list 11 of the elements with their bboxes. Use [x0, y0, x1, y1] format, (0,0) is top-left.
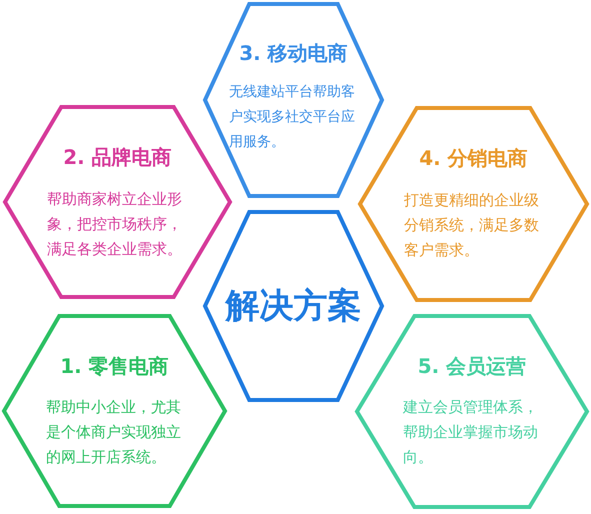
- hexagon-text: 打造更精细的企业级分销系统，满足多数客户需求。: [404, 190, 540, 261]
- hexagon-text: 帮助中小企业，尤其是个体商户实现独立的网上开店系统。: [46, 397, 182, 468]
- center-title: 解决方案: [224, 285, 362, 328]
- hexagon-title: 4. 分销电商: [418, 145, 529, 171]
- hexagon-title: 1. 零售电商: [59, 353, 170, 379]
- hexagon-title: 5. 会员运营: [416, 353, 528, 379]
- hexagon-text: 建立会员管理体系，帮助企业掌握市场动向。: [403, 397, 539, 468]
- hexagon-text: 无线建站平台帮助客户实现多社交平台应用服务。: [229, 83, 356, 152]
- hexagon-title: 3. 移动电商: [238, 40, 349, 66]
- hexagon-title: 2. 品牌电商: [62, 144, 173, 170]
- hexagon-text: 帮助商家树立企业形象，把控市场秩序，满足各类企业需求。: [47, 189, 183, 260]
